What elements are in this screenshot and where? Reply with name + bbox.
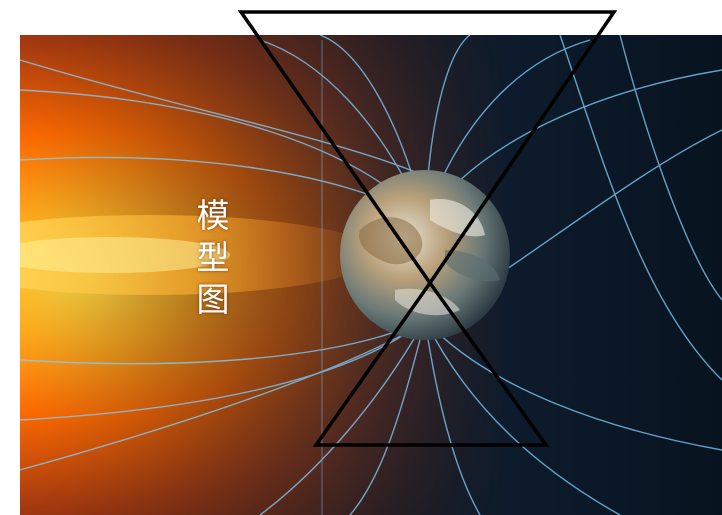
caption-char-1: 模 xyxy=(196,196,230,235)
caption-char-3: 图 xyxy=(196,280,230,319)
model-diagram-caption: 模 型 图 xyxy=(193,195,233,321)
hourglass-outline xyxy=(237,10,618,447)
caption-char-2: 型 xyxy=(196,238,230,277)
earth-globe xyxy=(340,170,510,340)
